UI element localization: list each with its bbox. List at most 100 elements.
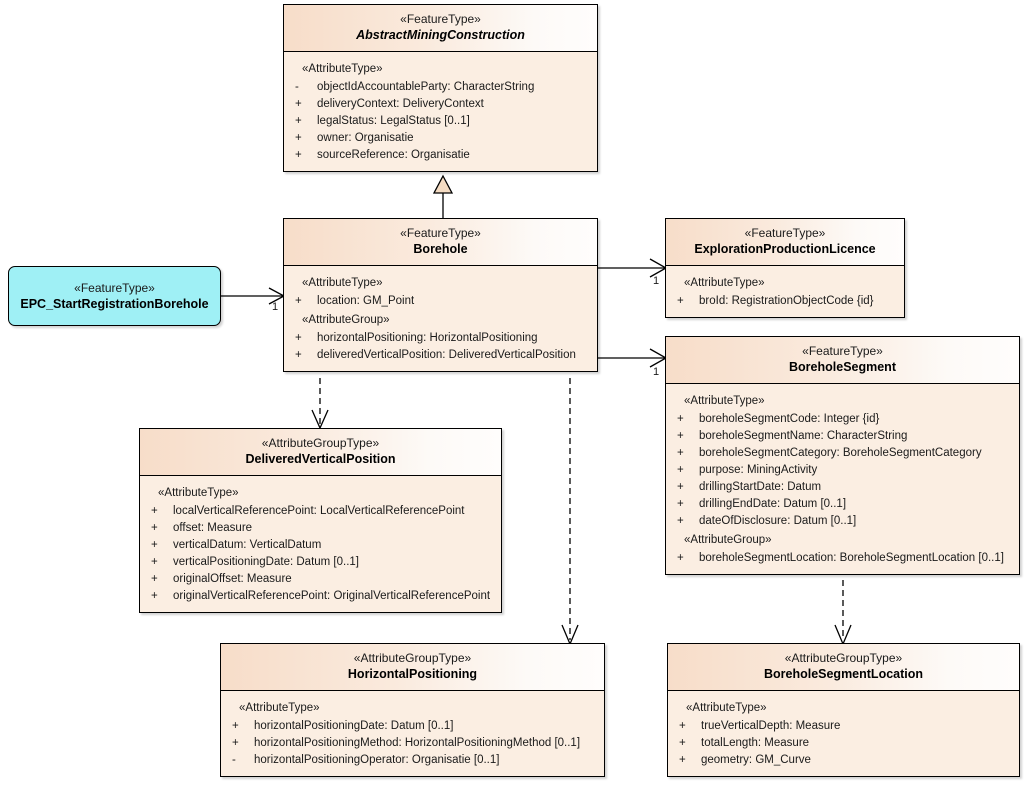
attribute-visibility: + [232,737,239,749]
class-name: BoreholeSegmentLocation [763,667,924,681]
attribute-group-label: «AttributeType» [684,395,765,407]
class-header-deliveredverticalposition: «AttributeGroupType» DeliveredVerticalPo… [140,429,501,476]
class-borehole[interactable]: «FeatureType» Borehole «AttributeType» +… [283,218,598,372]
attribute-signature: originalVerticalReferencePoint: Original… [173,590,491,602]
attribute-visibility: + [677,413,684,425]
class-body-abstractminingconstruction: «AttributeType» - objectIdAccountablePar… [284,52,597,171]
attribute-row: + geometry: GM_Curve [672,752,1015,769]
attribute-visibility: - [295,81,299,93]
attribute-signature: dateOfDisclosure: Datum [0..1] [699,515,857,527]
attribute-signature: deliveryContext: DeliveryContext [317,98,484,110]
attribute-row: + boreholeSegmentCode: Integer {id} [670,411,1015,428]
attribute-visibility: + [295,295,302,307]
attribute-signature: drillingEndDate: Datum [0..1] [699,498,847,510]
class-body-boreholesegmentlocation: «AttributeType» + trueVerticalDepth: Mea… [668,691,1019,776]
connector-dependency-borehole-to-horizontalpositioning [561,378,579,646]
connector-generalization-borehole-to-abstractminingconstruction [432,174,454,218]
attribute-signature: verticalDatum: VerticalDatum [173,539,322,551]
attribute-row: + verticalPositioningDate: Datum [0..1] [144,554,497,571]
class-body-explorationproductionlicence: «AttributeType» + broId: RegistrationObj… [666,266,904,317]
attribute-row: + totalLength: Measure [672,735,1015,752]
attribute-row: + owner: Organisatie [288,130,593,147]
connector-dependency-boreholesegment-to-boreholesegmentlocation [834,580,852,646]
attribute-visibility: + [677,498,684,510]
class-header-explorationproductionlicence: «FeatureType» ExplorationProductionLicen… [666,219,904,266]
attribute-signature: horizontalPositioningDate: Datum [0..1] [254,720,454,732]
attribute-group-label: «AttributeType» [158,487,239,499]
class-name: Borehole [413,242,468,256]
attribute-row: + horizontalPositioningMethod: Horizonta… [225,735,600,752]
attribute-visibility: + [679,754,686,766]
class-explorationproductionlicence[interactable]: «FeatureType» ExplorationProductionLicen… [665,218,905,318]
attribute-visibility: + [295,132,302,144]
attribute-row: + horizontalPositioning: HorizontalPosit… [288,330,593,347]
attribute-visibility: + [677,552,684,564]
class-body-horizontalpositioning: «AttributeType» + horizontalPositioningD… [221,691,604,776]
class-name: ExplorationProductionLicence [694,242,876,256]
attribute-visibility: - [232,754,236,766]
attribute-group-label: «AttributeType» [239,702,320,714]
attribute-visibility: + [295,149,302,161]
attribute-visibility: + [295,115,302,127]
multiplicity-epc-to-borehole: 1 [272,301,279,313]
attribute-row: + boreholeSegmentLocation: BoreholeSegme… [670,550,1015,567]
attribute-signature: deliveredVerticalPosition: DeliveredVert… [317,349,576,361]
attribute-row: + boreholeSegmentCategory: BoreholeSegme… [670,445,1015,462]
attribute-visibility: + [151,522,158,534]
attribute-signature: geometry: GM_Curve [701,754,811,766]
attribute-visibility: + [677,515,684,527]
attribute-row: + trueVerticalDepth: Measure [672,718,1015,735]
class-body-deliveredverticalposition: «AttributeType» + localVerticalReference… [140,476,501,612]
attribute-row: + deliveredVerticalPosition: DeliveredVe… [288,347,593,364]
attribute-visibility: + [679,737,686,749]
attribute-signature: legalStatus: LegalStatus [0..1] [317,115,470,127]
attribute-visibility: + [677,430,684,442]
class-header-borehole: «FeatureType» Borehole [284,219,597,266]
attribute-group-label: «AttributeType» [302,277,383,289]
attribute-row: - objectIdAccountableParty: CharacterStr… [288,79,593,96]
attribute-row: + drillingEndDate: Datum [0..1] [670,496,1015,513]
connector-dependency-borehole-to-deliveredverticalposition [311,378,329,430]
attribute-signature: localVerticalReferencePoint: LocalVertic… [173,505,465,517]
attribute-signature: broId: RegistrationObjectCode {id} [699,295,874,307]
class-epc-startregistrationborehole[interactable]: «FeatureType» EPC_StartRegistrationBoreh… [8,266,221,326]
attribute-group-label: «AttributeType» [302,63,383,75]
attribute-signature: totalLength: Measure [701,737,810,749]
attribute-signature: verticalPositioningDate: Datum [0..1] [173,556,360,568]
class-boreholesegment[interactable]: «FeatureType» BoreholeSegment «Attribute… [665,336,1020,575]
attribute-signature: sourceReference: Organisatie [317,149,470,161]
attribute-row: + deliveryContext: DeliveryContext [288,96,593,113]
attribute-visibility: + [677,447,684,459]
class-stereotype: «FeatureType» [400,226,481,240]
attribute-row: + originalVerticalReferencePoint: Origin… [144,588,497,605]
class-stereotype: «AttributeGroupType» [353,651,472,665]
attribute-row: + legalStatus: LegalStatus [0..1] [288,113,593,130]
connector-association-borehole-to-boreholesegment [598,348,668,368]
attribute-row: + location: GM_Point [288,293,593,310]
attribute-visibility: + [232,720,239,732]
attribute-visibility: + [677,481,684,493]
multiplicity-borehole-to-segment: 1 [653,366,660,378]
attribute-visibility: + [295,332,302,344]
attribute-group-label: «AttributeType» [684,277,765,289]
attribute-row: + localVerticalReferencePoint: LocalVert… [144,503,497,520]
class-deliveredverticalposition[interactable]: «AttributeGroupType» DeliveredVerticalPo… [139,428,502,613]
class-header-boreholesegment: «FeatureType» BoreholeSegment [666,337,1019,384]
attribute-row: + purpose: MiningActivity [670,462,1015,479]
class-name: AbstractMiningConstruction [356,28,525,42]
class-stereotype: «FeatureType» [74,280,155,295]
class-boreholesegmentlocation[interactable]: «AttributeGroupType» BoreholeSegmentLoca… [667,643,1020,777]
attribute-visibility: + [677,295,684,307]
class-header-abstractminingconstruction: «FeatureType» AbstractMiningConstruction [284,5,597,52]
attribute-row: + dateOfDisclosure: Datum [0..1] [670,513,1015,530]
attribute-signature: boreholeSegmentCategory: BoreholeSegment… [699,447,982,459]
attribute-signature: horizontalPositioningOperator: Organisat… [254,754,500,766]
class-horizontalpositioning[interactable]: «AttributeGroupType» HorizontalPositioni… [220,643,605,777]
attribute-visibility: + [151,556,158,568]
attribute-signature: horizontalPositioningMethod: HorizontalP… [254,737,581,749]
attribute-visibility: + [151,539,158,551]
class-stereotype: «FeatureType» [802,344,883,358]
attribute-visibility: + [677,464,684,476]
class-abstractminingconstruction[interactable]: «FeatureType» AbstractMiningConstruction… [283,4,598,172]
class-header-epc-startregistrationborehole: «FeatureType» EPC_StartRegistrationBoreh… [9,280,220,313]
